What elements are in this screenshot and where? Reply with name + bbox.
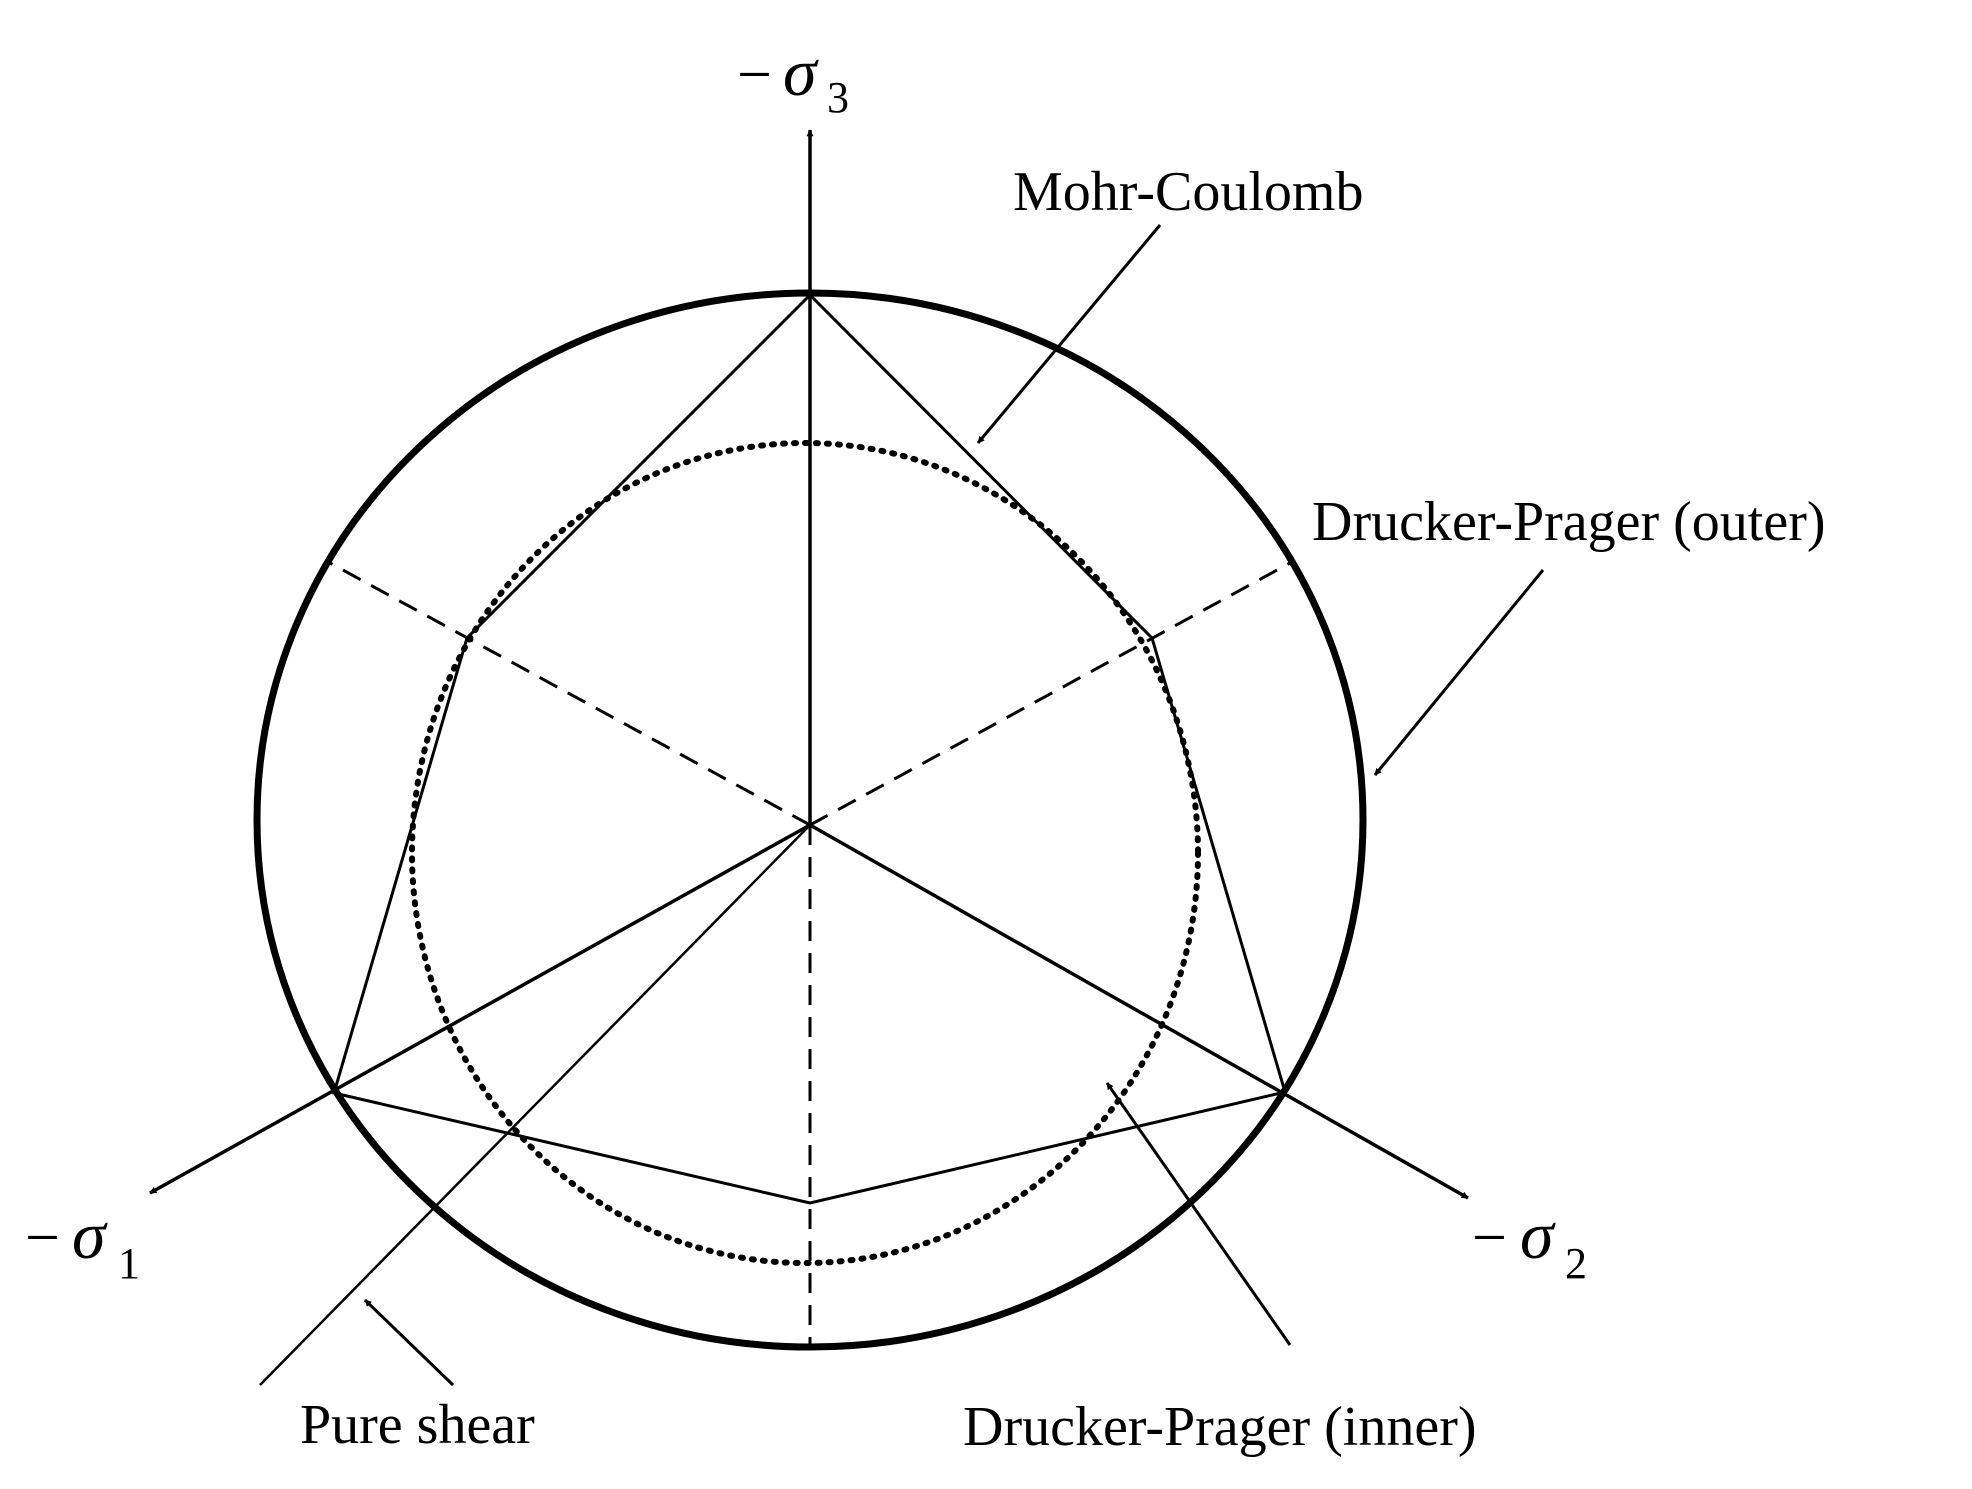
svg-text:1: 1 [118, 1239, 140, 1288]
sigma1-axis [149, 823, 811, 1195]
dashed-radial-lines [329, 561, 1291, 1348]
dp-inner-label: Drucker-Prager (inner) [963, 1396, 1477, 1458]
pure-shear-line [259, 824, 811, 1386]
svg-text:3: 3 [827, 73, 849, 122]
svg-text:−: − [25, 1204, 60, 1272]
dp-outer-pointer [1373, 569, 1545, 776]
mohr-coulomb-label: Mohr-Coulomb [1013, 161, 1363, 223]
svg-text:−: − [1472, 1204, 1507, 1272]
sigma2-axis [809, 823, 1469, 1200]
sigma2-label: − σ 2 [1472, 1197, 1587, 1288]
pure-shear-label: Pure shear [300, 1394, 535, 1456]
dp-inner-pointer [1105, 1082, 1292, 1346]
dp-outer-label: Drucker-Prager (outer) [1312, 491, 1826, 553]
sigma3-label: − σ 3 [737, 34, 849, 122]
svg-text:2: 2 [1565, 1239, 1587, 1288]
sigma1-label: − σ 1 [25, 1197, 140, 1288]
svg-text:σ: σ [1520, 1197, 1556, 1273]
drucker-prager-inner-circle [409, 440, 1201, 1266]
svg-text:−: − [737, 41, 772, 109]
mohr-coulomb-pointer [976, 224, 1162, 444]
pure-shear-pointer [363, 1298, 455, 1387]
svg-text:σ: σ [72, 1197, 108, 1273]
svg-text:σ: σ [783, 34, 819, 110]
